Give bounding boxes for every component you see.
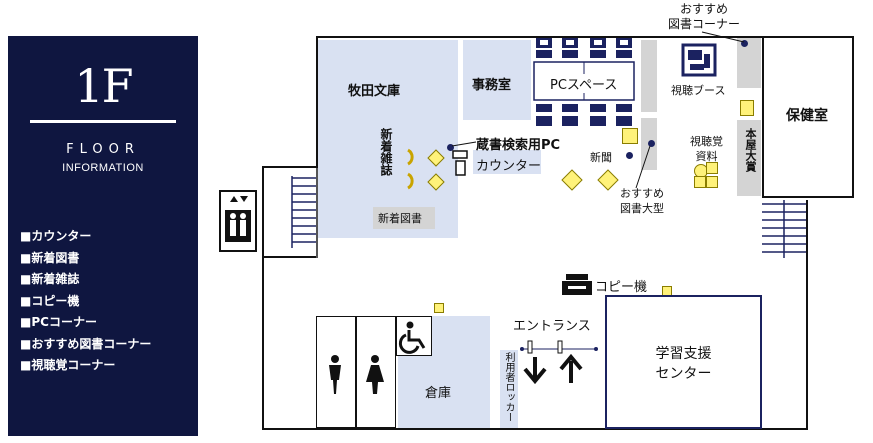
wall-right-lower (806, 200, 808, 430)
storage-marker (434, 303, 444, 313)
opac-leader (451, 141, 477, 147)
floor-number: 1F (74, 59, 133, 113)
new-magazine-shelf (373, 120, 403, 212)
female-restroom-icon (366, 355, 384, 394)
legend-item-pc-corner: ■PCコーナー (20, 315, 97, 329)
office-room (463, 40, 531, 120)
male-restroom-icon (329, 355, 341, 394)
learning-support-label: 学習支援 センター (655, 346, 712, 382)
av-materials-label: 視聴覚 資料 (690, 135, 723, 163)
health-room-label: 保健室 (786, 108, 828, 124)
wall-stair-top (262, 166, 318, 168)
opac-label: 蔵書検索用PC (476, 138, 561, 153)
av-materials-marker-3 (694, 176, 706, 188)
pc-side-shelf (641, 40, 657, 112)
storage-label: 倉庫 (425, 386, 452, 401)
av-booth-icon (681, 43, 717, 77)
recommended-shelf (737, 38, 761, 88)
locker-label: 利用者ロッカー (503, 352, 514, 422)
wall-left-lower (262, 166, 264, 430)
legend-item-copier: ■コピー機 (20, 293, 80, 308)
wall-left-upper (316, 36, 318, 166)
recommended-corner-label: おすすめ 図書コーナー (668, 2, 741, 31)
newspaper-dot (626, 152, 633, 159)
pc-space-label: PCスペース (550, 74, 618, 93)
legend-item-counter: ■カウンター (20, 229, 92, 243)
makita-bunko-label: 牧田文庫 (348, 84, 401, 99)
information-word: INFORMATION (62, 162, 144, 174)
stairs-right (762, 200, 806, 258)
large-books-leader (635, 145, 651, 189)
large-books-dot (648, 140, 655, 147)
magazine-racks (407, 148, 445, 191)
elevator-icon (219, 190, 257, 252)
legend-item-recommended-corner: ■おすすめ図書コーナー (20, 336, 152, 351)
learning-support-center (605, 295, 762, 429)
counter-area (473, 150, 541, 174)
floor-word: FLOOR (66, 142, 140, 157)
wheelchair-icon (398, 321, 426, 354)
wall-bottom (262, 428, 806, 430)
copier-icon (562, 274, 592, 295)
wall-stair-inner (316, 168, 318, 258)
new-magazines-label: 新着雑誌 (379, 128, 393, 176)
panel-divider (30, 120, 176, 123)
newspaper-marker (622, 128, 638, 144)
entrance-arrows-icon (523, 353, 583, 385)
opac-marker (447, 144, 454, 151)
newspaper-label: 新聞 (590, 151, 612, 164)
legend-item-av-corner: ■視聴覚コーナー (20, 358, 116, 372)
wall-top (316, 36, 763, 38)
honya-taisho-label: 本屋大賞 (744, 128, 757, 172)
accessible-restroom (396, 316, 432, 356)
locker-area (500, 350, 518, 428)
office-label: 事務室 (472, 78, 512, 93)
legend-item-new-books: ■新着図書 (20, 250, 80, 265)
opac-terminal-icon (452, 150, 468, 176)
womens-restroom (356, 316, 396, 428)
legend-list: ■カウンター ■新着図書 ■新着雑誌 ■コピー機 ■PCコーナー ■おすすめ図書… (20, 226, 151, 377)
entrance-label: エントランス (513, 319, 591, 334)
av-booth-label: 視聴ブース (671, 84, 726, 97)
room-divider (458, 40, 460, 120)
mens-restroom (316, 316, 356, 428)
counter-label: カウンター (476, 159, 542, 174)
entrance-gate (520, 340, 598, 354)
recommended-corner-leader (701, 31, 745, 43)
av-materials-marker-4 (706, 176, 718, 188)
copier-label: コピー機 (595, 280, 648, 295)
recommended-corner-marker (741, 40, 748, 47)
new-books-shelf (373, 207, 435, 229)
large-books-label: おすすめ 図書大型 (620, 187, 664, 215)
floor-info-panel: 1F FLOOR INFORMATION ■カウンター ■新着図書 ■新着雑誌 … (8, 36, 198, 436)
new-books-label: 新着図書 (378, 212, 422, 225)
honya-taisho-marker (740, 100, 754, 116)
stairs-left (291, 176, 316, 248)
av-materials-marker-2 (706, 162, 718, 174)
honya-taisho-shelf (737, 120, 761, 196)
wall-stair-bottom (263, 256, 317, 258)
display-tables (561, 169, 619, 191)
health-room (762, 36, 854, 198)
legend-item-new-magazines: ■新着雑誌 (20, 272, 80, 286)
